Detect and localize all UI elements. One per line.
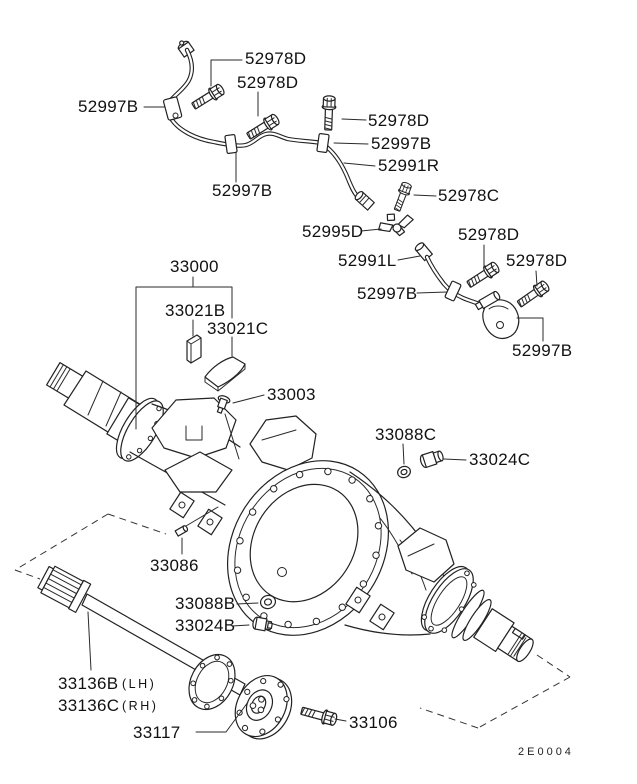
pipe-clip-icon bbox=[162, 96, 183, 121]
axle-housing bbox=[45, 362, 534, 663]
pad-33021c bbox=[204, 356, 246, 388]
callout-52978d-5: 52978D bbox=[506, 251, 567, 270]
breather-plug-icon bbox=[216, 395, 231, 414]
callout-33088c: 33088C bbox=[375, 425, 436, 444]
shock-tab bbox=[345, 586, 371, 614]
drain-plug-icon bbox=[252, 616, 273, 632]
part-labels: 52978D 52978D 52997B 52978D 52997B 52991… bbox=[58, 49, 574, 758]
callout-33024b: 33024B bbox=[175, 616, 235, 635]
callout-33106: 33106 bbox=[349, 713, 398, 732]
shock-tab bbox=[197, 508, 223, 536]
shock-tab bbox=[369, 603, 395, 631]
three-way-connector-icon bbox=[378, 213, 414, 237]
callout-33024c: 33024C bbox=[469, 450, 530, 469]
left-tube bbox=[45, 362, 164, 462]
right-tube bbox=[473, 608, 534, 663]
callout-33021b: 33021B bbox=[165, 301, 225, 320]
callout-33136c: 33136C bbox=[58, 696, 119, 715]
callout-52978d-1: 52978D bbox=[245, 49, 306, 68]
callout-52997b-3: 52997B bbox=[212, 181, 272, 200]
callout-33136b: 33136B bbox=[58, 674, 118, 693]
callout-52997b-2: 52997B bbox=[371, 134, 431, 153]
callout-52991r: 52991R bbox=[378, 156, 439, 175]
callout-52978d-4: 52978D bbox=[458, 225, 519, 244]
hose-bracket bbox=[482, 299, 520, 339]
pipe-clip-icon bbox=[316, 132, 330, 154]
pipe-clip-icon bbox=[224, 133, 238, 155]
bolt-52978d-icon bbox=[514, 278, 552, 311]
left-flange bbox=[115, 397, 164, 462]
right-spring-perch bbox=[397, 527, 455, 583]
gasket-ring-icon bbox=[259, 594, 277, 610]
brake-pipe-assembly bbox=[162, 40, 520, 339]
bolt-52978c-icon bbox=[391, 180, 414, 213]
callout-33021c: 33021C bbox=[207, 319, 268, 338]
bolt-52978d-icon bbox=[320, 95, 337, 131]
callout-33136b-side: (LH) bbox=[122, 677, 156, 691]
callout-52978c: 52978C bbox=[438, 186, 499, 205]
retainer-ring-33117 bbox=[188, 653, 236, 711]
callout-33117: 33117 bbox=[133, 723, 181, 742]
callout-52997b-5: 52997B bbox=[512, 341, 572, 360]
callout-52997b-4: 52997B bbox=[357, 284, 417, 303]
hose-end-fitting-icon bbox=[354, 190, 375, 211]
stud-icon bbox=[174, 525, 189, 537]
callout-52997b-1: 52997B bbox=[78, 97, 138, 116]
bolt-33106-icon bbox=[299, 703, 339, 728]
filler-plug-icon bbox=[419, 450, 444, 469]
callout-33136c-side: (RH) bbox=[122, 699, 158, 713]
callout-33086: 33086 bbox=[150, 556, 199, 575]
hub-flange bbox=[234, 675, 293, 740]
center-perch bbox=[249, 415, 317, 471]
spline-end bbox=[37, 565, 92, 613]
small-parts bbox=[174, 334, 444, 632]
callout-52978d-3: 52978D bbox=[368, 111, 429, 130]
bolt-52978d-icon bbox=[189, 81, 227, 113]
leader-lines bbox=[87, 59, 544, 733]
bolt-52978d-icon bbox=[464, 259, 502, 291]
callout-52978d-2: 52978D bbox=[237, 73, 298, 92]
callout-52995d: 52995D bbox=[302, 222, 363, 241]
drawing-code: 2E0004 bbox=[518, 746, 574, 758]
pipe-clip-icon bbox=[444, 280, 462, 302]
bracket-union-icon bbox=[474, 290, 501, 311]
shock-tab bbox=[169, 491, 195, 519]
dashed-assembly-plane bbox=[14, 513, 571, 729]
callout-33088b: 33088B bbox=[175, 594, 235, 613]
callout-33003: 33003 bbox=[267, 385, 316, 404]
callout-52991l: 52991L bbox=[338, 251, 397, 270]
axle-shaft-assembly bbox=[37, 565, 293, 740]
flange-bolt-holes bbox=[233, 467, 383, 629]
callout-33000: 33000 bbox=[170, 257, 219, 276]
pipe-end-fitting-icon bbox=[177, 40, 195, 58]
right-flange bbox=[420, 565, 477, 634]
gasket-ring-icon bbox=[397, 465, 411, 479]
